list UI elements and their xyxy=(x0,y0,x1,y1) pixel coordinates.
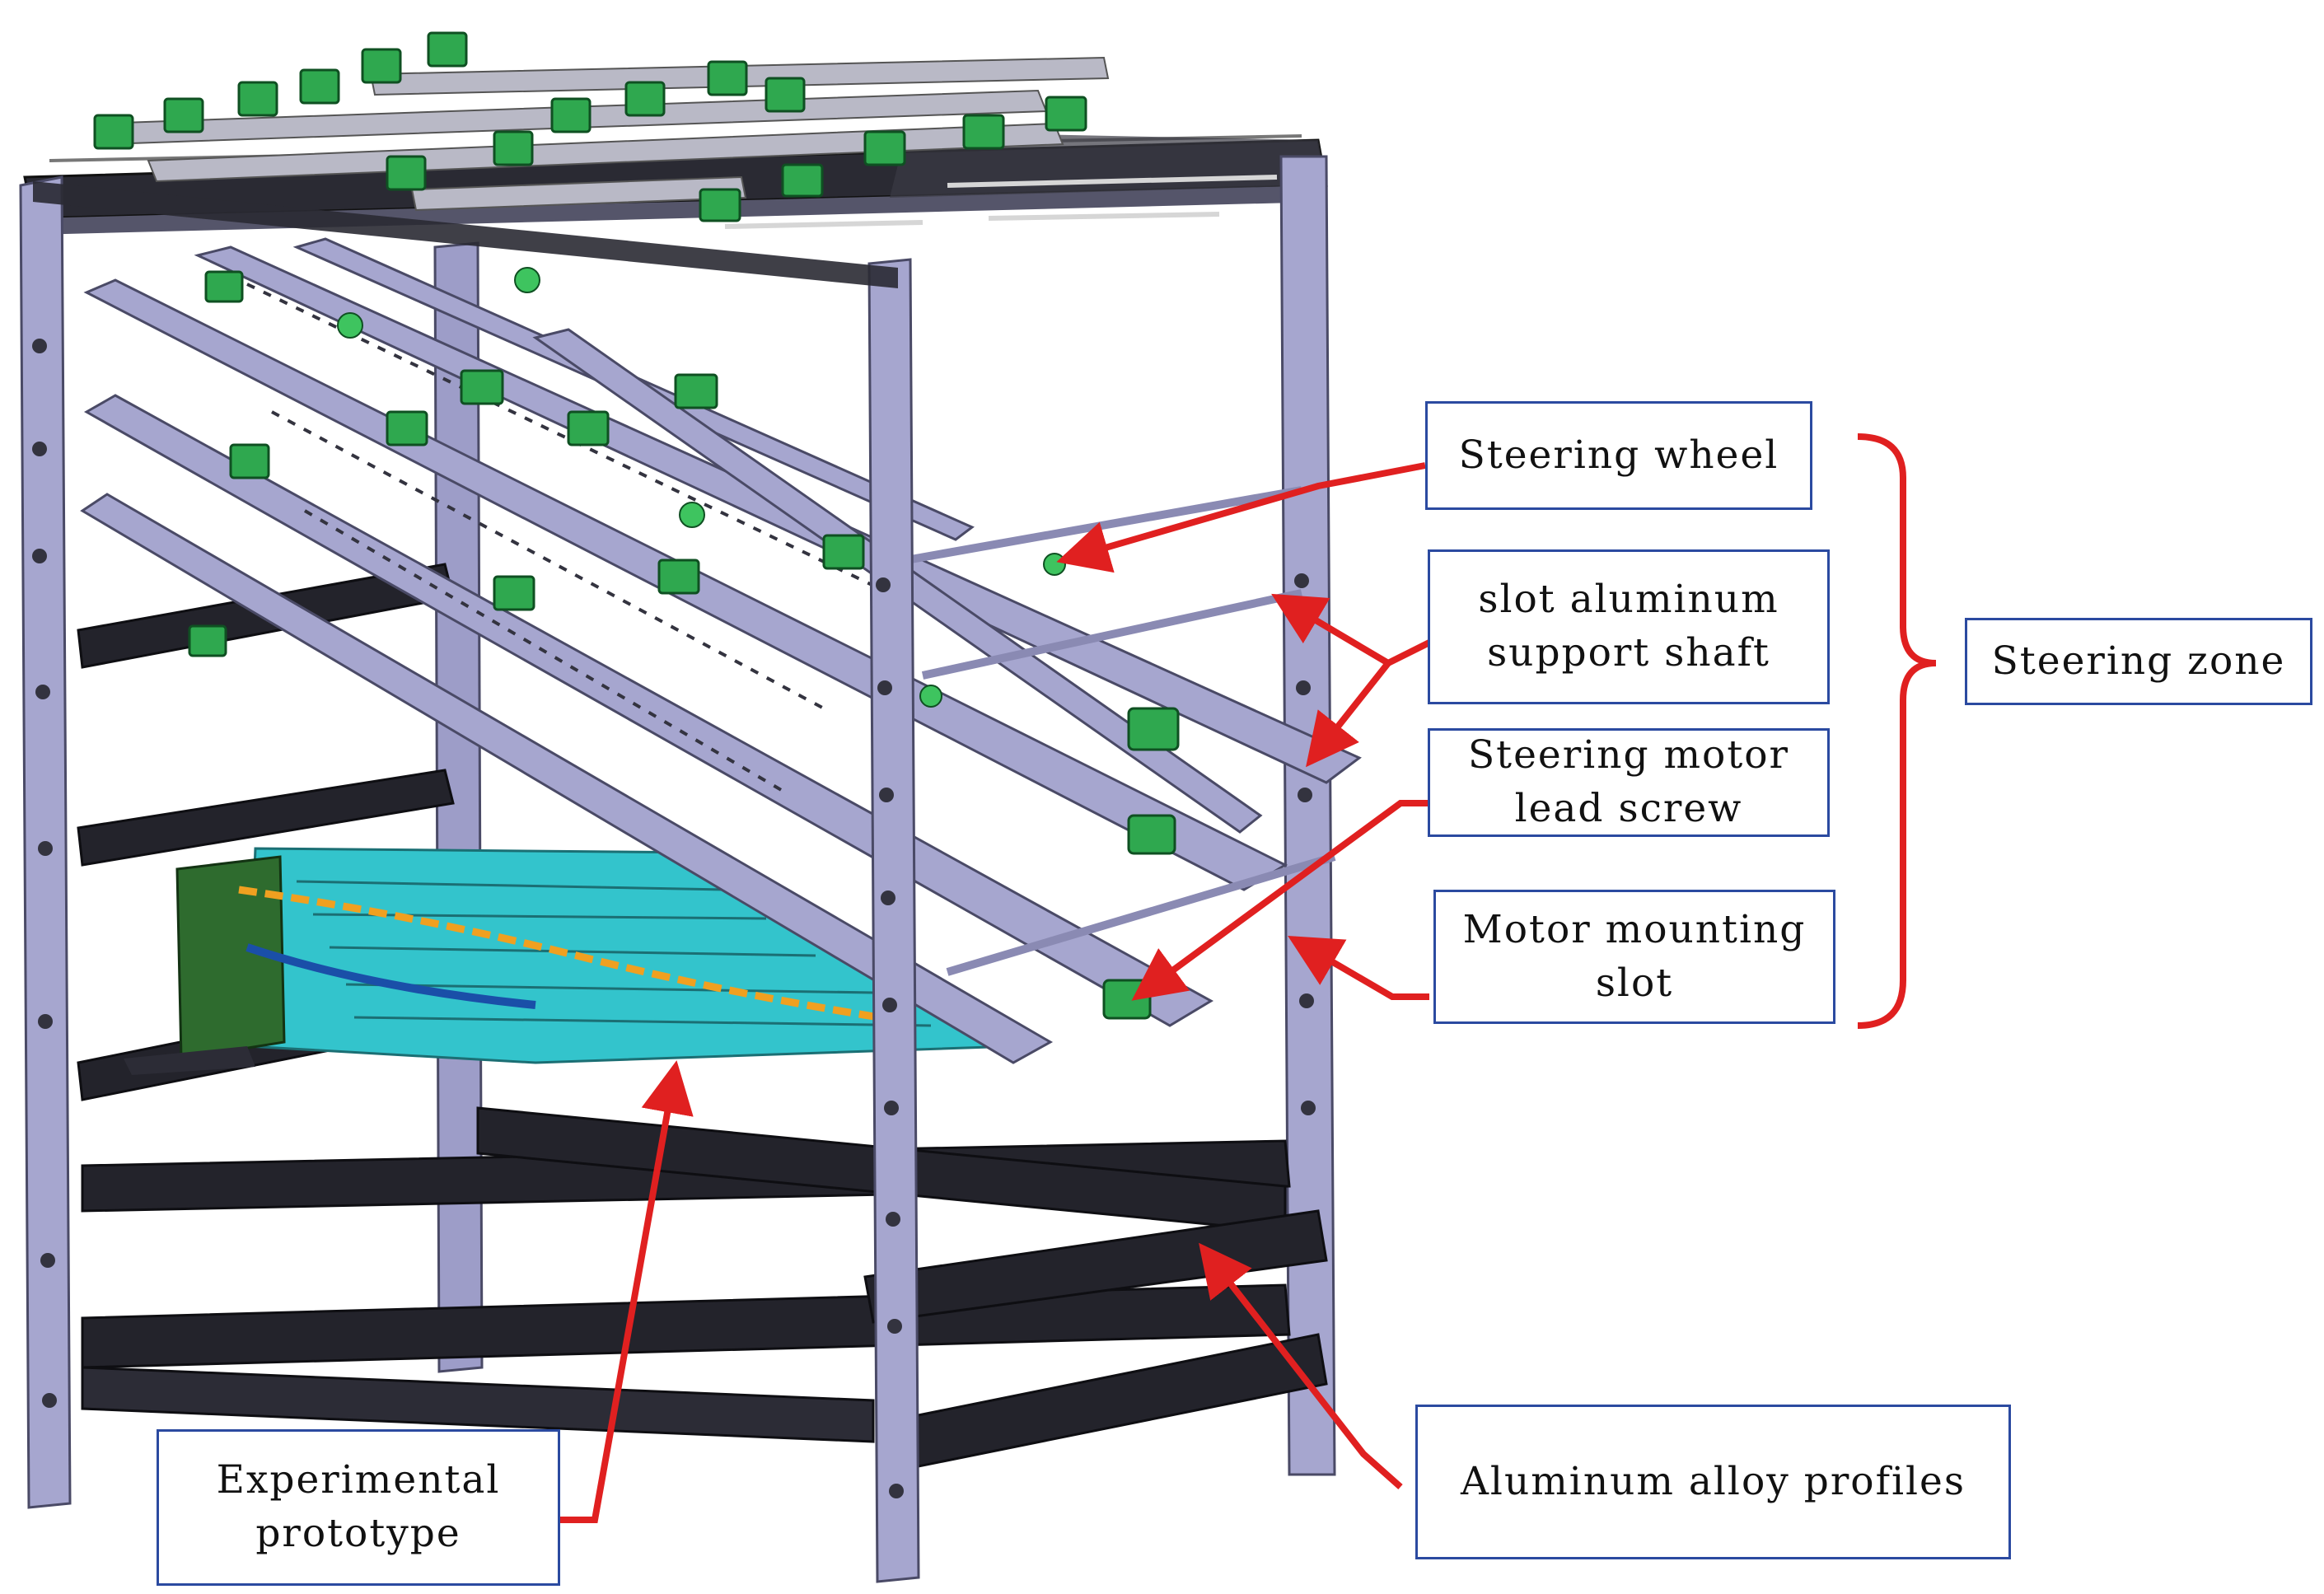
support-shaft-label: slot aluminum support shaft xyxy=(1428,549,1830,704)
prototype-assembly xyxy=(124,847,1017,1075)
leader-arrows xyxy=(560,462,1431,1523)
steering-zone-label: Steering zone xyxy=(1965,618,2312,705)
profiles-label: Aluminum alloy profiles xyxy=(1415,1405,2011,1559)
steering-zone-brace xyxy=(1857,433,1937,1029)
inclined-rails xyxy=(80,237,1362,1064)
steering-wheel-label: Steering wheel xyxy=(1425,401,1812,510)
front-posts xyxy=(19,175,1316,1583)
top-modules xyxy=(93,31,1110,222)
prototype-label: Experimental prototype xyxy=(157,1429,560,1586)
lead-screw-label: Steering motor lead screw xyxy=(1428,728,1830,837)
mounting-slot-label: Motor mounting slot xyxy=(1433,890,1835,1024)
horizontal-rails xyxy=(77,563,1328,1472)
